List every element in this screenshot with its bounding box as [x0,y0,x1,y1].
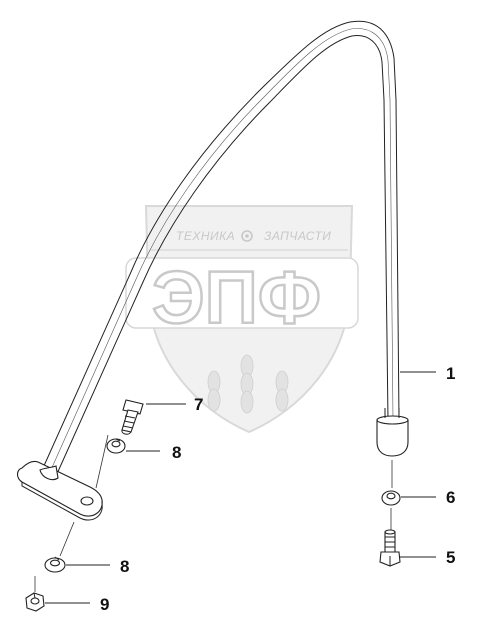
gear-icon [241,230,253,242]
part-7-bolt [121,399,144,435]
part-9-nut [25,592,45,612]
wheat-icon [207,354,289,414]
watermark: ТЕХНИКА ЗАПЧАСТИ ЭПФ [125,205,359,434]
part-8-washer-lower [44,556,66,573]
callout-8-upper: 8 [172,443,181,462]
watermark-brand-left: ТЕХНИКА [176,229,235,243]
part-6-washer [381,490,401,506]
callout-9: 9 [100,595,109,614]
callout-5: 5 [446,548,455,567]
watermark-logo-letters: ЭПФ [152,256,321,339]
callout-8-lower: 8 [120,557,129,576]
callouts: 1 5 6 7 8 8 9 [100,364,455,614]
part-mounting-foot [16,460,103,521]
watermark-letter-band [125,257,359,329]
part-5-bolt [379,529,401,567]
callout-7: 7 [194,395,203,414]
leader-lines [45,371,436,604]
part-1-tube [42,20,409,477]
callout-6: 6 [446,488,455,507]
watermark-brand-right: ЗАПЧАСТИ [264,229,331,243]
center-lines [34,434,393,592]
callout-1: 1 [446,364,455,383]
part-8-washer-upper [106,438,126,454]
